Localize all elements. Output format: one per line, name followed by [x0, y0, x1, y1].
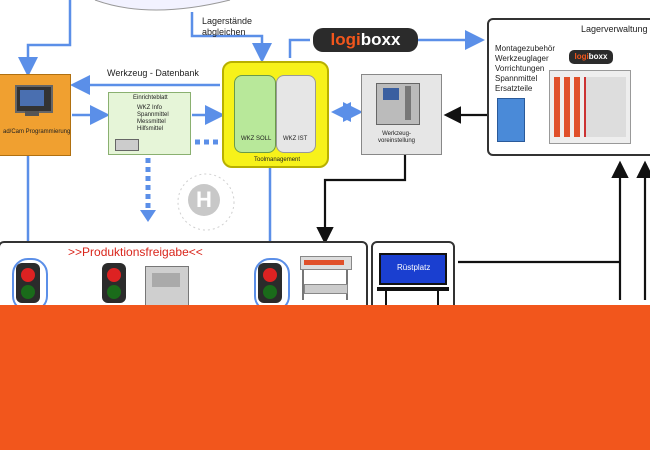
lagerstaende-label: Lagerstände abgleichen	[202, 16, 253, 37]
traffic-light-icon	[258, 263, 282, 303]
einrichteblatt-title: Einrichteblatt	[133, 95, 168, 101]
ruestplatz-board: Rüstplatz	[379, 253, 447, 285]
drawer-cabinet-icon	[497, 98, 525, 142]
voreinstellung-box: Werkzeug- voreinstellung	[361, 74, 442, 155]
traffic-light-icon	[16, 263, 40, 303]
logiboxx-logo: logiboxx	[313, 28, 418, 52]
list-item: Vorrichtungen	[495, 64, 545, 73]
produktion-title: >>Produktionsfreigabe<<	[68, 245, 203, 259]
list-item: Werkzeuglager	[495, 54, 549, 63]
ruestplatz-label: Rüstplatz	[397, 263, 431, 272]
einrichteblatt-list: WKZ Info Spannmittel Messmittel Hilfsmit…	[137, 105, 169, 133]
storage-system-image	[549, 70, 631, 144]
traffic-light-icon	[102, 263, 126, 303]
list-item: Spannmittel	[495, 74, 538, 83]
tool-cart-image	[298, 256, 352, 304]
einrichteblatt-box: Einrichteblatt WKZ Info Spannmittel Mess…	[108, 92, 191, 155]
list-item: Montagezubehör	[495, 44, 556, 53]
list-item: WKZ Info	[137, 105, 163, 111]
presetting-machine-image	[376, 83, 420, 125]
list-item: Hilfsmittel	[137, 126, 164, 132]
lagerverwaltung-list: Montagezubehör Werkzeuglager Vorrichtung…	[495, 44, 555, 94]
lagerverwaltung-title: Lagerverwaltung	[581, 24, 648, 34]
lagerverwaltung-box: Lagerverwaltung Montagezubehör Werkzeugl…	[487, 18, 650, 156]
wkz-ist-box: WKZ IST	[276, 75, 316, 153]
list-item: Spannmittel	[137, 112, 169, 118]
toolmanagement-label: Toolmanagement	[254, 157, 301, 163]
wkz-soll-box: WKZ SOLL	[234, 75, 276, 153]
ruestplatz-box: Rüstplatz	[371, 241, 455, 311]
printer-icon	[115, 139, 139, 151]
monitor-icon	[15, 85, 53, 113]
cam-label: ad/Cam Programmierung	[3, 129, 71, 135]
toolmanagement-box: WKZ SOLL WKZ IST Toolmanagement	[222, 61, 329, 168]
orange-footer-band	[0, 305, 650, 450]
voreinstellung-label: Werkzeug- voreinstellung	[378, 131, 416, 144]
clamping-fixture-image	[145, 266, 189, 306]
list-item: Ersatzteile	[495, 84, 533, 93]
watermark-seal: H	[172, 168, 240, 236]
cam-programming-box: ad/Cam Programmierung	[0, 74, 71, 156]
list-item: Messmittel	[137, 119, 166, 125]
watermark-letter: H	[188, 184, 220, 216]
datenbank-label: Werkzeug - Datenbank	[107, 68, 199, 78]
logiboxx-small-logo: logiboxx	[569, 50, 613, 64]
